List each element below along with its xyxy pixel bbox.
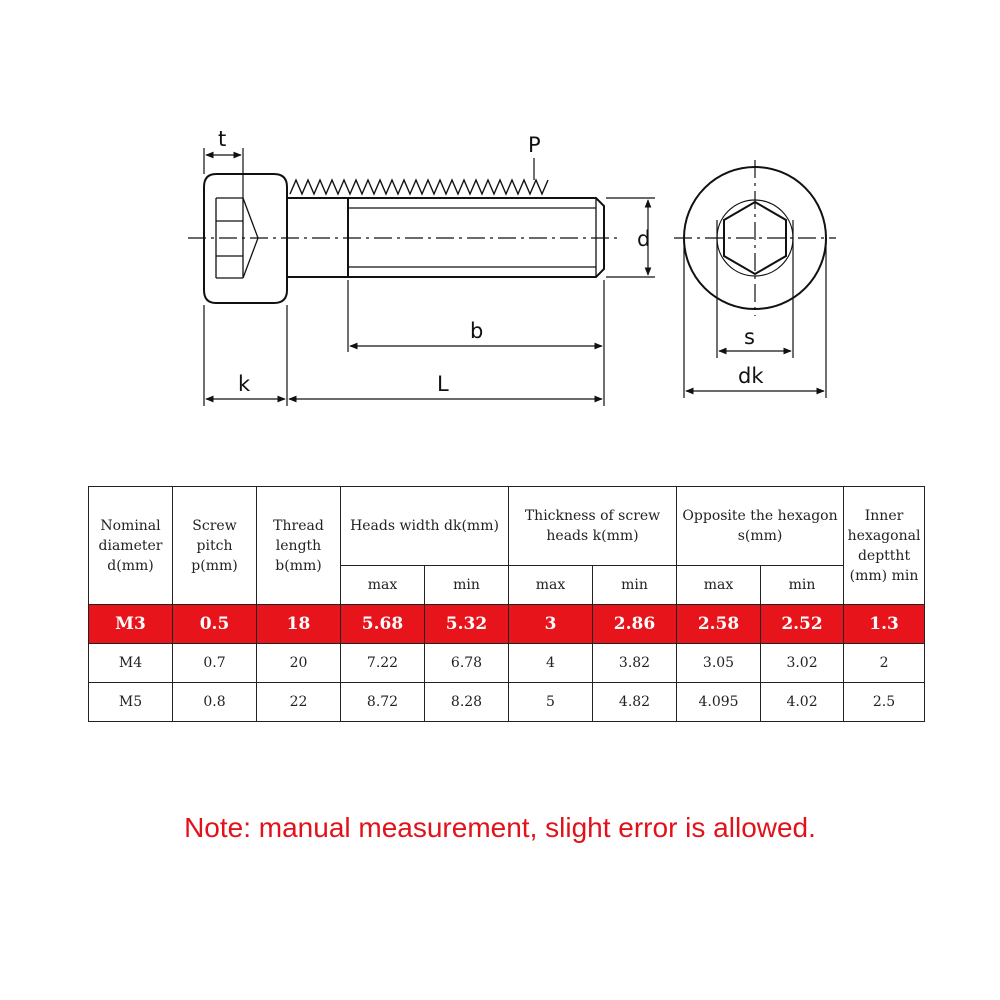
thread-teeth [289,178,549,196]
measurement-note: Note: manual measurement, slight error i… [184,812,816,843]
dim-dk [683,238,827,398]
cell-t-min: 2.5 [843,682,926,722]
cell-p: 0.5 [172,604,257,644]
cell-dk-min: 6.78 [424,643,509,683]
cell-p: 0.7 [172,643,257,683]
cell-dk-min: 5.32 [424,604,509,644]
cell-dk-min: 8.28 [424,682,509,722]
label-dk: dk [738,364,764,388]
dim-k-L [203,305,605,406]
label-p: P [528,133,541,157]
dim-d [606,197,655,278]
cell-k-max: 4 [508,643,593,683]
label-k: k [238,372,251,396]
header-head-thickness: Thickness of screw heads k(mm) [507,486,678,566]
cell-d: M4 [88,643,173,683]
cell-k-min: 2.86 [591,604,678,644]
cell-s-min: 2.52 [760,604,845,644]
cell-dk-max: 5.68 [340,604,425,644]
table-row-m3: M3 0.5 18 5.68 5.32 3 2.86 2.58 2.52 1.3 [88,604,926,644]
cell-b: 22 [256,682,341,722]
cell-s-min: 4.02 [760,682,845,722]
table-row-m4: M4 0.7 20 7.22 6.78 4 3.82 3.05 3.02 2 [88,643,926,683]
subheader-min: min [760,565,845,605]
header-screw-pitch: Screw pitch p(mm) [172,486,257,605]
screw-technical-drawing: t P d b k L s [188,127,836,406]
cell-t-min: 2 [843,643,926,683]
subheader-max: max [676,565,762,605]
cell-t-min: 1.3 [843,604,926,644]
cell-dk-max: 8.72 [340,682,425,722]
label-b: b [470,319,483,343]
cell-k-max: 3 [508,604,593,644]
screw-head [203,173,288,304]
hex-socket [723,200,787,276]
subheader-max: max [508,565,593,605]
subheader-max: max [340,565,425,605]
label-d: d [637,227,650,251]
label-L: L [437,372,449,396]
cell-s-min: 3.02 [760,643,845,683]
label-t: t [218,127,226,151]
subheader-min: min [424,565,509,605]
cell-d: M3 [88,604,173,644]
dim-s [716,220,794,358]
subheader-min: min [591,565,678,605]
dim-b [347,280,605,352]
dimensions-table: Nominal diameter d(mm) Screw pitch p(mm)… [88,486,926,722]
cell-p: 0.8 [172,682,257,722]
cell-b: 20 [256,643,341,683]
header-inner-hex-depth: Inner hexagonal depttht (mm) min [843,486,926,605]
cell-s-max: 3.05 [676,643,762,683]
header-opposite-hexagon: Opposite the hexagon s(mm) [676,486,845,566]
cell-b: 18 [256,604,341,644]
cell-d: M5 [88,682,173,722]
header-heads-width: Heads width dk(mm) [340,486,509,566]
cell-s-max: 4.095 [676,682,762,722]
cell-k-min: 3.82 [591,643,678,683]
cell-k-min: 4.82 [591,682,678,722]
screw-end-view [674,160,836,316]
header-nominal-diameter: Nominal diameter d(mm) [88,486,173,605]
table-row-m5: M5 0.8 22 8.72 8.28 5 4.82 4.095 4.02 2.… [88,682,926,722]
header-row: Nominal diameter d(mm) Screw pitch p(mm)… [88,486,926,605]
cell-k-max: 5 [508,682,593,722]
cell-dk-max: 7.22 [340,643,425,683]
subheader-row: max min max min max min [89,565,925,605]
cell-s-max: 2.58 [676,604,762,644]
label-s: s [744,325,755,349]
header-thread-length: Thread length b(mm) [256,486,341,605]
dim-t [203,148,244,198]
